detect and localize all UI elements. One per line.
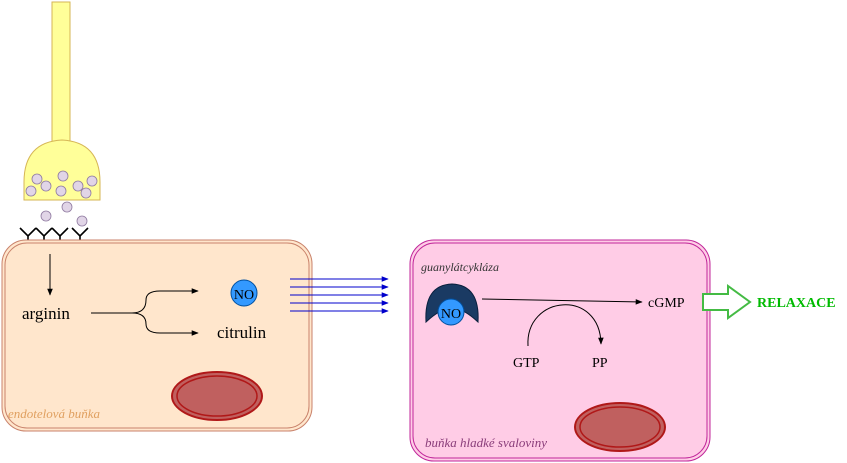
smooth-muscle-cell-inner bbox=[412, 242, 708, 459]
nerve-axon bbox=[51, 1, 71, 145]
relaxace-arrow-icon bbox=[702, 284, 752, 320]
vesicle bbox=[40, 180, 52, 192]
gtp-to-pp-arrow bbox=[527, 304, 604, 347]
nucleus-endothelial-outer bbox=[171, 371, 263, 421]
smooth-muscle-cell-label: buňka hladké svaloviny bbox=[425, 435, 547, 450]
vesicle bbox=[57, 170, 69, 182]
pp-label: PP bbox=[592, 356, 608, 371]
vesicle bbox=[25, 185, 37, 197]
no-molecule bbox=[230, 279, 258, 307]
vesicle bbox=[80, 187, 92, 199]
vesicle bbox=[55, 185, 67, 197]
enzyme-to-cgmp-arrow bbox=[481, 298, 643, 305]
no-molecule-label: NO bbox=[234, 288, 254, 303]
cgmp-label: cGMP bbox=[648, 296, 685, 311]
bound-no-molecule bbox=[437, 298, 465, 326]
nerve-terminal bbox=[23, 1, 101, 227]
bound-no-label: NO bbox=[441, 307, 461, 322]
arginin-label: arginin bbox=[22, 304, 70, 323]
endothelial-cell-inner bbox=[4, 242, 310, 429]
vesicle bbox=[31, 173, 43, 185]
guanylate-cyclase-label: guanylátcykláza bbox=[421, 260, 499, 274]
nucleus-smooth-inner bbox=[579, 406, 661, 448]
endothelial-cell-label: endotelová buňka bbox=[8, 406, 101, 421]
nucleus-smooth-outer bbox=[574, 402, 666, 452]
relaxace-label: RELAXACE bbox=[757, 296, 836, 311]
arginin-to-no-arrow bbox=[91, 288, 199, 314]
smooth-muscle-cell: buňka hladké svaloviny bbox=[409, 239, 711, 462]
vesicle bbox=[40, 210, 52, 222]
arginin-to-citrulin-arrow bbox=[131, 312, 199, 336]
citrulin-label: citrulin bbox=[217, 323, 267, 342]
gtp-label: GTP bbox=[513, 356, 540, 371]
nucleus-endothelial-inner bbox=[176, 375, 258, 417]
vesicles bbox=[25, 170, 98, 227]
vesicle bbox=[61, 201, 73, 213]
vesicle bbox=[72, 180, 84, 192]
no-diffusion-arrows bbox=[290, 276, 389, 314]
vesicle bbox=[86, 175, 98, 187]
vesicle bbox=[76, 215, 88, 227]
